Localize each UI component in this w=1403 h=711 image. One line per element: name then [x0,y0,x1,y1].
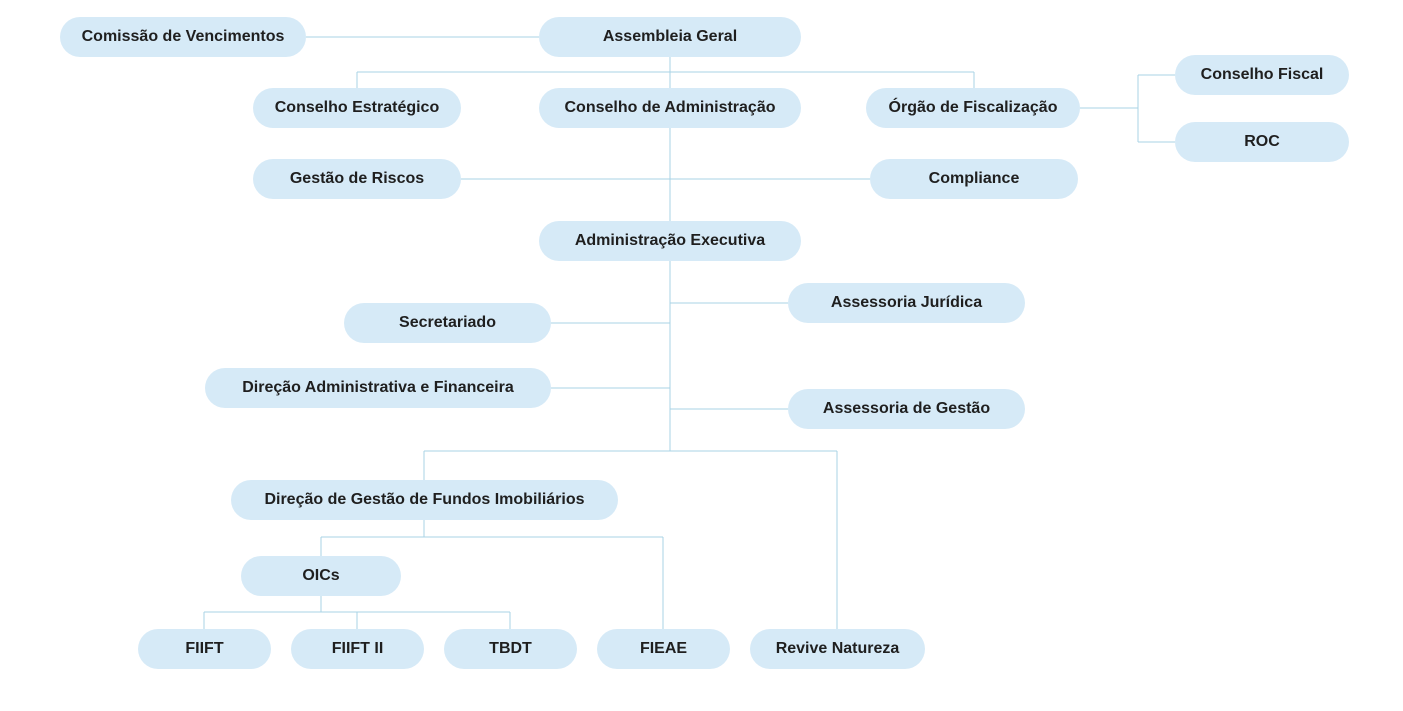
node-conselho-estrategico: Conselho Estratégico [253,88,461,128]
node-gestao-riscos: Gestão de Riscos [253,159,461,199]
node-tbdt: TBDT [444,629,577,669]
node-oics: OICs [241,556,401,596]
node-conselho-fiscal: Conselho Fiscal [1175,55,1349,95]
node-direcao-administrativa: Direção Administrativa e Financeira [205,368,551,408]
node-fiift: FIIFT [138,629,271,669]
node-conselho-administracao: Conselho de Administração [539,88,801,128]
node-orgao-fiscalizacao: Órgão de Fiscalização [866,88,1080,128]
node-assessoria-gestao: Assessoria de Gestão [788,389,1025,429]
node-assembleia-geral: Assembleia Geral [539,17,801,57]
node-comissao-vencimentos: Comissão de Vencimentos [60,17,306,57]
node-compliance: Compliance [870,159,1078,199]
node-roc: ROC [1175,122,1349,162]
node-administracao-executiva: Administração Executiva [539,221,801,261]
node-revive-natureza: Revive Natureza [750,629,925,669]
node-fiift-ii: FIIFT II [291,629,424,669]
node-fieae: FIEAE [597,629,730,669]
node-secretariado: Secretariado [344,303,551,343]
node-assessoria-juridica: Assessoria Jurídica [788,283,1025,323]
node-direcao-fundos: Direção de Gestão de Fundos Imobiliários [231,480,618,520]
